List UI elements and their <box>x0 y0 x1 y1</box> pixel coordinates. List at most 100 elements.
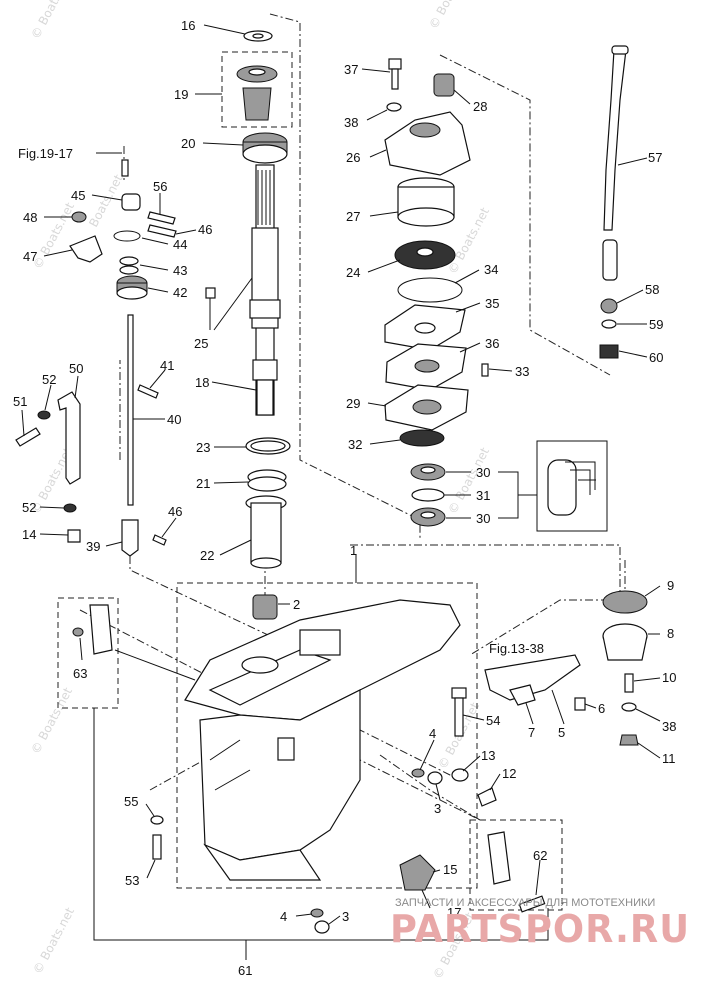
callout-36[interactable]: 36 <box>485 336 499 351</box>
callout-51[interactable]: 51 <box>13 394 27 409</box>
shift-rod-assembly <box>15 146 177 557</box>
callout-41[interactable]: 41 <box>160 358 174 373</box>
callout-1[interactable]: 1 <box>350 543 357 558</box>
callout-46[interactable]: 46 <box>198 222 212 237</box>
callout-45[interactable]: 45 <box>71 188 85 203</box>
callout-42[interactable]: 42 <box>173 285 187 300</box>
part-43-o-ring <box>119 256 139 266</box>
callout-2[interactable]: 2 <box>293 597 300 612</box>
callout-52[interactable]: 52 <box>22 500 36 515</box>
callout-57[interactable]: 57 <box>648 150 662 165</box>
part-50-shift-link <box>57 391 81 485</box>
part-4-washer <box>310 908 324 918</box>
callout-62[interactable]: 62 <box>533 848 547 863</box>
callout-33[interactable]: 33 <box>515 364 529 379</box>
callout-4[interactable]: 4 <box>429 726 436 741</box>
callout-26[interactable]: 26 <box>346 150 360 165</box>
callout-53[interactable]: 53 <box>125 873 139 888</box>
callout-32[interactable]: 32 <box>348 437 362 452</box>
callout-38[interactable]: 38 <box>662 719 676 734</box>
callout-16[interactable]: 16 <box>181 18 195 33</box>
part-44-o-ring <box>113 230 141 242</box>
callout-56[interactable]: 56 <box>153 179 167 194</box>
detail-box-30 <box>536 440 608 532</box>
part-group-box-62 <box>469 819 563 911</box>
callout-37[interactable]: 37 <box>344 62 358 77</box>
part-12-screw <box>477 787 497 807</box>
right-side-parts <box>72 590 648 934</box>
callout-30[interactable]: 30 <box>476 511 490 526</box>
part-47-shift-cam <box>69 235 103 263</box>
part-38-washer <box>386 102 402 112</box>
callout-54[interactable]: 54 <box>486 713 500 728</box>
callout-27[interactable]: 27 <box>346 209 360 224</box>
part-34-gasket <box>397 277 463 303</box>
callout-23[interactable]: 23 <box>196 440 210 455</box>
callout-8[interactable]: 8 <box>667 626 674 641</box>
callout-29[interactable]: 29 <box>346 396 360 411</box>
callout-9[interactable]: 9 <box>667 578 674 593</box>
callout-28[interactable]: 28 <box>473 99 487 114</box>
callout-38[interactable]: 38 <box>344 115 358 130</box>
shop-watermark: ЗАПЧАСТИ И АКСЕССУАРЫ ДЛЯ МОТОТЕХНИКИ PA… <box>390 897 689 951</box>
callout-11[interactable]: 11 <box>662 751 676 766</box>
figure-ref-13-38[interactable]: Fig.13-38 <box>489 641 544 656</box>
part-5-bracket <box>484 654 581 701</box>
callout-24[interactable]: 24 <box>346 265 360 280</box>
callout-5[interactable]: 5 <box>558 725 565 740</box>
callout-59[interactable]: 59 <box>649 317 663 332</box>
callout-58[interactable]: 58 <box>645 282 659 297</box>
callout-34[interactable]: 34 <box>484 262 498 277</box>
part-31-spacer <box>411 488 445 502</box>
callout-63[interactable]: 63 <box>73 666 87 681</box>
callout-22[interactable]: 22 <box>200 548 214 563</box>
callout-47[interactable]: 47 <box>23 249 37 264</box>
callout-19[interactable]: 19 <box>174 87 188 102</box>
callout-35[interactable]: 35 <box>485 296 499 311</box>
callout-52[interactable]: 52 <box>42 372 56 387</box>
part-7-clip <box>509 684 536 706</box>
callout-46[interactable]: 46 <box>168 504 182 519</box>
callout-44[interactable]: 44 <box>173 237 187 252</box>
watermark-boats-net: © Boats.net <box>28 685 75 756</box>
part-56-clip <box>147 211 176 225</box>
part-14-grease-nipple <box>67 529 81 543</box>
part-46-pin <box>152 534 167 546</box>
callout-13[interactable]: 13 <box>481 748 495 763</box>
callout-12[interactable]: 12 <box>502 766 516 781</box>
watermark-boats-net: © Boats.net <box>426 0 473 31</box>
callout-40[interactable]: 40 <box>167 412 181 427</box>
callout-43[interactable]: 43 <box>173 263 187 278</box>
callout-30[interactable]: 30 <box>476 465 490 480</box>
callout-6[interactable]: 6 <box>598 701 605 716</box>
part-33-dowel-pin <box>481 363 489 377</box>
callout-21[interactable]: 21 <box>196 476 210 491</box>
part-53-bolt <box>152 834 162 860</box>
callout-48[interactable]: 48 <box>23 210 37 225</box>
part-13-washer <box>451 768 469 782</box>
callout-39[interactable]: 39 <box>86 539 100 554</box>
callout-55[interactable]: 55 <box>124 794 138 809</box>
callout-60[interactable]: 60 <box>649 350 663 365</box>
figure-ref-19-17[interactable]: Fig.19-17 <box>18 146 73 161</box>
part-37-bolt <box>388 58 402 70</box>
callout-61[interactable]: 61 <box>238 963 252 978</box>
callout-25[interactable]: 25 <box>194 336 208 351</box>
callout-14[interactable]: 14 <box>22 527 36 542</box>
callout-20[interactable]: 20 <box>181 136 195 151</box>
callout-4[interactable]: 4 <box>280 909 287 924</box>
callout-50[interactable]: 50 <box>69 361 83 376</box>
callout-15[interactable]: 15 <box>443 862 457 877</box>
callout-3[interactable]: 3 <box>342 909 349 924</box>
watermark-boats-net: Boats.net <box>86 172 125 230</box>
part-11-nut <box>619 734 639 746</box>
shop-caption: ЗАПЧАСТИ И АКСЕССУАРЫ ДЛЯ МОТОТЕХНИКИ <box>395 897 655 909</box>
callout-7[interactable]: 7 <box>528 725 535 740</box>
callout-3[interactable]: 3 <box>434 801 441 816</box>
callout-10[interactable]: 10 <box>662 670 676 685</box>
part-3-screw <box>314 920 330 934</box>
callout-17[interactable]: 17 <box>447 905 461 920</box>
callout-18[interactable]: 18 <box>195 375 209 390</box>
callout-31[interactable]: 31 <box>476 488 490 503</box>
